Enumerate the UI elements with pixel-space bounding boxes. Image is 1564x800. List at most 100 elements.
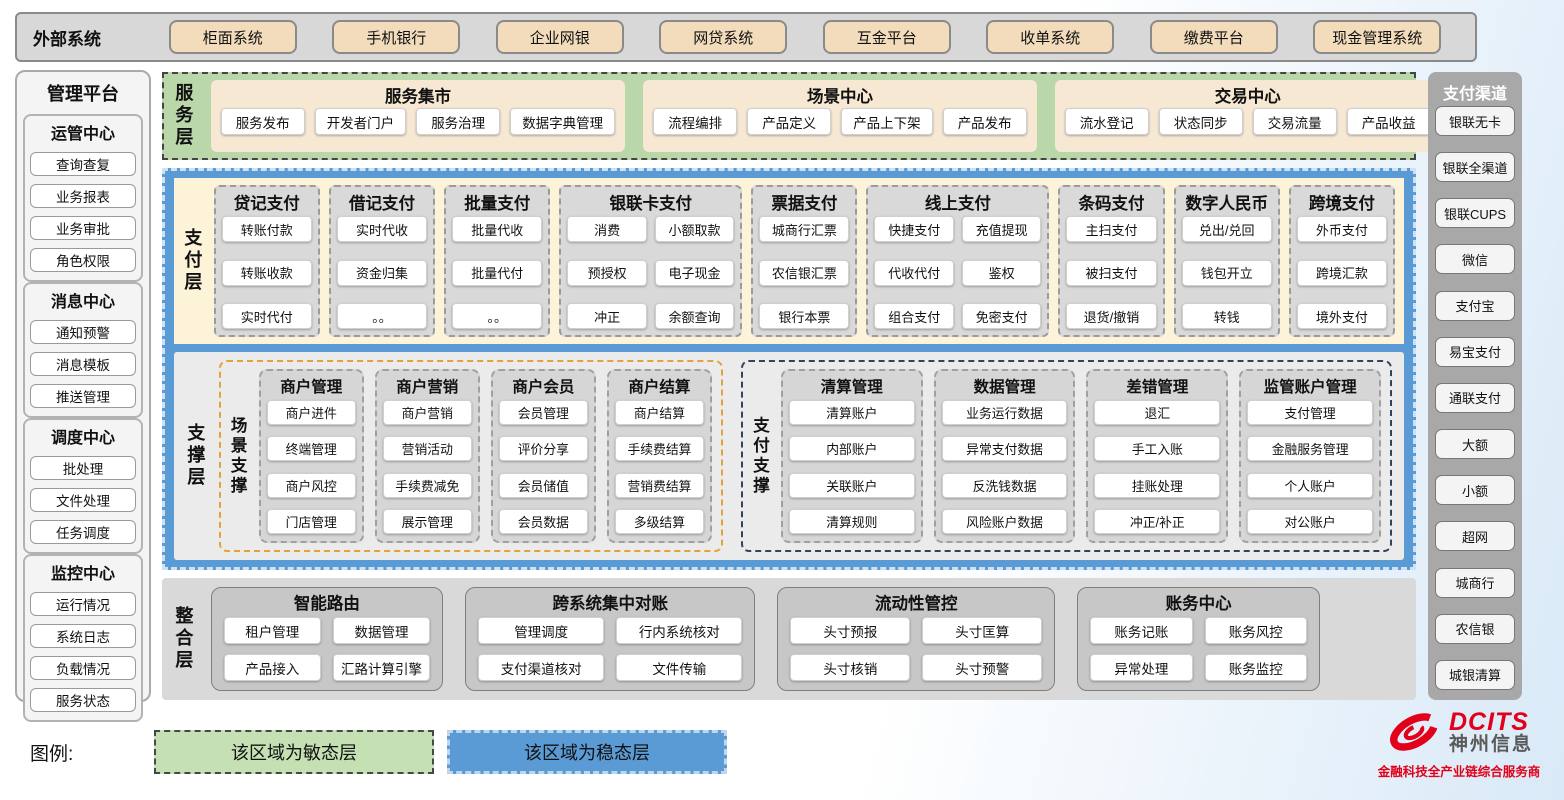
integration-item-box: 租户管理 xyxy=(223,617,321,644)
payment-item-box: 外币支付 xyxy=(1296,216,1388,242)
support-column-title: 商户结算 xyxy=(628,379,691,396)
logo-text: DCITS 神州信息 xyxy=(1449,709,1533,755)
payment-channel-box: 微信 xyxy=(1435,244,1515,275)
payment-column-title: 条码支付 xyxy=(1078,195,1145,213)
support-item-box: 手续费减免 xyxy=(382,472,472,498)
support-item-box: 手续费结算 xyxy=(614,436,704,462)
integration-item-box: 数据管理 xyxy=(332,617,431,644)
management-item-box: 通知预警 xyxy=(30,320,136,344)
support-region-label: 支付支撑 xyxy=(753,416,770,496)
payment-channel-box: 银联CUPS xyxy=(1435,198,1515,229)
support-column: 监管账户管理 支付管理金融服务管理个人账户对公账户 xyxy=(1239,369,1381,543)
payment-column: 银联卡支付 消费小额取款预授权电子现金冲正余额查询 xyxy=(559,185,743,337)
payment-item-box: 钱包开立 xyxy=(1181,259,1272,286)
payment-item-box: 转账收款 xyxy=(221,259,312,286)
payment-column-title: 线上支付 xyxy=(924,195,991,213)
legend-box-text: 该区域为敏态层 xyxy=(231,743,357,763)
management-item-box: 负载情况 xyxy=(30,656,136,680)
support-layer: 支撑层 场景支撑 商户管理 商户进件终端管理商户风控门店管理 xyxy=(174,352,1404,560)
dcits-swirl-icon xyxy=(1390,713,1438,751)
payment-item-box: 免密支付 xyxy=(961,303,1042,329)
support-item-box: 关联账户 xyxy=(788,472,915,498)
support-item-box: 反洗钱数据 xyxy=(941,472,1068,498)
service-item-box: 产品发布 xyxy=(942,108,1027,135)
management-group-items: 查询查复业务报表业务审批角色权限 xyxy=(30,152,136,272)
payment-item-box: 。。 xyxy=(452,303,543,329)
support-column-items: 清算账户内部账户关联账户清算规则 xyxy=(788,400,915,534)
integration-item-box: 头寸预警 xyxy=(922,654,1043,681)
management-group-items: 批处理文件处理任务调度 xyxy=(30,456,136,544)
management-group-title: 监控中心 xyxy=(50,566,115,583)
payment-item-box: 资金归集 xyxy=(336,259,428,286)
support-item-box: 终端管理 xyxy=(266,436,356,462)
support-item-box: 展示管理 xyxy=(382,508,472,534)
integration-item-box: 头寸核销 xyxy=(790,654,911,681)
payment-column: 线上支付 快捷支付充值提现代收代付鉴权组合支付免密支付 xyxy=(866,185,1050,337)
payment-item-box: 转钱 xyxy=(1181,303,1272,329)
payment-item-box: 余额查询 xyxy=(654,303,735,329)
service-group: 服务集市 服务发布开发者门户服务治理数据字典管理 xyxy=(210,80,626,152)
integration-group-title: 智能路由 xyxy=(293,595,360,613)
payment-channel-box: 银联无卡 xyxy=(1435,106,1515,136)
logo-brand: DCITS xyxy=(1448,707,1529,736)
stable-region: 支付层 贷记支付 转账付款转账收款实时代付 借记支付 实时代收资金归集。。 批 xyxy=(162,168,1416,570)
support-column-title: 清算管理 xyxy=(820,379,883,396)
service-layer-label: 服务层 xyxy=(175,83,194,147)
payment-item-box: 小额取款 xyxy=(654,216,735,242)
external-system-box: 企业网银 xyxy=(495,20,624,54)
service-item-box: 数据字典管理 xyxy=(510,108,616,135)
support-item-box: 会员储值 xyxy=(498,472,588,498)
payment-column-items: 转账付款转账收款实时代付 xyxy=(221,216,312,329)
payment-column-items: 实时代收资金归集。。 xyxy=(336,216,428,329)
integration-item-box: 头寸预报 xyxy=(790,617,911,644)
payment-column-items: 消费小额取款预授权电子现金冲正余额查询 xyxy=(567,216,735,329)
integration-item-box: 账务监控 xyxy=(1204,654,1307,681)
service-item-box: 产品收益 xyxy=(1346,108,1431,135)
integration-group: 账务中心 账务记账账务风控异常处理账务监控 xyxy=(1077,587,1320,691)
external-systems-label: 外部系统 xyxy=(33,29,101,49)
logo-row: DCITS 神州信息 xyxy=(1385,706,1533,758)
management-item-box: 业务审批 xyxy=(30,216,136,240)
payment-column-items: 批量代收批量代付。。 xyxy=(452,216,543,329)
management-item-box: 推送管理 xyxy=(30,384,136,408)
support-column: 商户营销 商户营销营销活动手续费减免展示管理 xyxy=(374,369,480,543)
support-item-box: 商户进件 xyxy=(266,400,356,425)
support-column-items: 商户营销营销活动手续费减免展示管理 xyxy=(382,400,472,534)
payment-channel-box: 城银清算 xyxy=(1435,659,1515,690)
service-item-box: 状态同步 xyxy=(1158,108,1243,135)
legend: 图例: 该区域为敏态层该区域为稳态层 xyxy=(30,729,740,775)
external-system-box: 网贷系统 xyxy=(659,20,788,54)
payment-column-items: 城商行汇票农信银汇票银行本票 xyxy=(759,216,850,329)
payment-channel-box: 农信银 xyxy=(1435,613,1515,644)
payment-item-box: 充值提现 xyxy=(961,216,1042,242)
external-systems-bar: 外部系统 柜面系统手机银行企业网银网贷系统互金平台收单系统缴费平台现金管理系统 xyxy=(15,12,1477,62)
support-region-label: 场景支撑 xyxy=(230,416,248,496)
integration-group-title: 跨系统集中对账 xyxy=(552,595,669,613)
support-item-box: 对公账户 xyxy=(1247,508,1373,534)
support-item-box: 异常支付数据 xyxy=(941,436,1068,462)
service-item-box: 流水登记 xyxy=(1064,108,1149,135)
payment-column: 条码支付 主扫支付被扫支付退货/撤销 xyxy=(1058,185,1165,337)
management-item-box: 服务状态 xyxy=(30,688,136,712)
payment-column-title: 借记支付 xyxy=(349,195,416,213)
payment-item-box: 代收代付 xyxy=(874,259,954,286)
payment-item-box: 主扫支付 xyxy=(1066,216,1157,242)
support-column-items: 退汇手工入账挂账处理冲正/补正 xyxy=(1094,400,1221,534)
service-item-box: 产品定义 xyxy=(747,108,832,135)
external-system-box: 互金平台 xyxy=(822,20,951,54)
support-item-box: 内部账户 xyxy=(788,436,915,462)
service-item-box: 产品上下架 xyxy=(841,108,933,135)
payment-column-title: 跨境支付 xyxy=(1308,195,1375,213)
payment-layer: 支付层 贷记支付 转账付款转账收款实时代付 借记支付 实时代收资金归集。。 批 xyxy=(174,178,1404,344)
payment-item-box: 跨境汇款 xyxy=(1296,259,1388,286)
legend-items: 该区域为敏态层该区域为稳态层 xyxy=(154,730,740,774)
integration-item-box: 文件传输 xyxy=(616,654,743,681)
management-group-items: 运行情况系统日志负载情况服务状态 xyxy=(30,592,136,712)
service-group: 场景中心 流程编排产品定义产品上下架产品发布 xyxy=(643,80,1037,152)
management-item-box: 系统日志 xyxy=(30,624,136,648)
integration-group-items: 租户管理数据管理产品接入汇路计算引擎 xyxy=(223,617,431,682)
management-group-title: 运管中心 xyxy=(50,126,115,143)
support-region: 场景支撑 商户管理 商户进件终端管理商户风控门店管理 商户营销 xyxy=(218,360,723,552)
payment-column: 批量支付 批量代收批量代付。。 xyxy=(444,185,551,337)
